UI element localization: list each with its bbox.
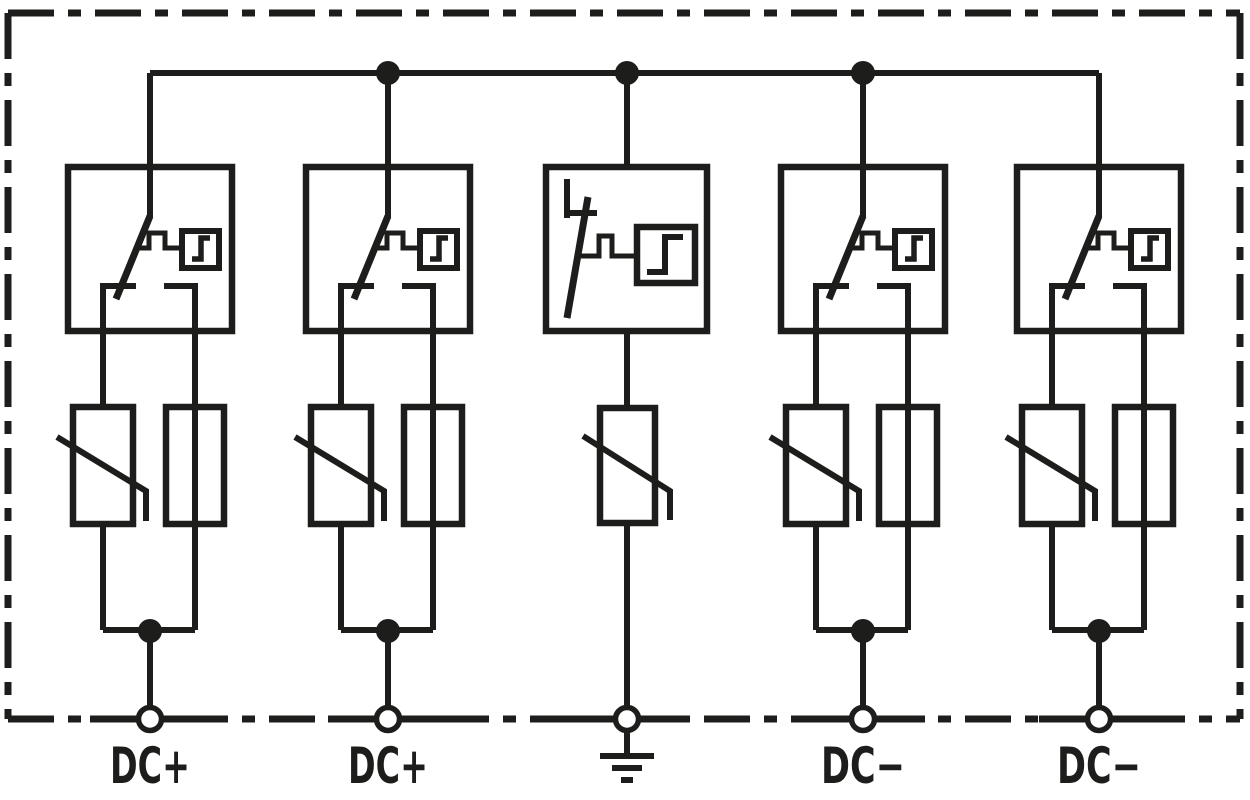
terminal-dc-plus-1 — [135, 704, 165, 734]
branch-dc-plus-2 — [295, 73, 470, 708]
terminal-dc-plus-2 — [373, 704, 403, 734]
terminal-dc-minus-1 — [848, 704, 878, 734]
step-function-glyph — [647, 234, 683, 275]
branch-dc-plus-1 — [57, 73, 232, 708]
terminal-earth — [612, 704, 642, 734]
branch-earth — [542, 73, 711, 708]
terminal-label-dc-minus-1: DC− — [821, 737, 905, 795]
disconnector-blade — [563, 196, 592, 319]
branch-dc-minus-2 — [1006, 73, 1181, 708]
branch-dc-minus-1 — [770, 73, 945, 708]
earth-ground-icon — [600, 731, 654, 783]
status-indicator-box — [633, 223, 699, 287]
terminal-dc-minus-2 — [1084, 704, 1114, 734]
varistor-strike — [581, 433, 673, 520]
terminal-label-dc-plus-2: DC+ — [348, 737, 428, 795]
thermal-trip-link — [578, 233, 637, 259]
terminal-label-dc-minus-2: DC− — [1057, 737, 1141, 795]
terminal-label-dc-plus-1: DC+ — [110, 737, 190, 795]
